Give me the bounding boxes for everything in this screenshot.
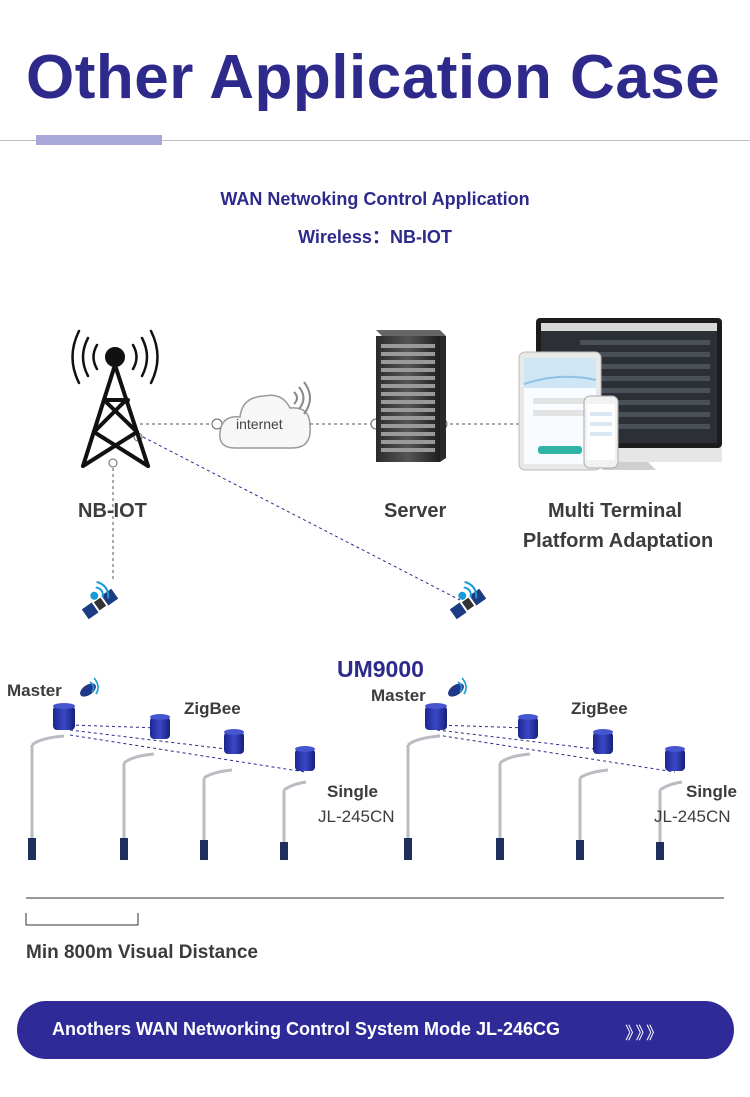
controller-caps xyxy=(53,703,685,771)
node-controller-icon xyxy=(150,714,170,739)
lamp-bases xyxy=(28,838,664,860)
section-heading: WAN Netwoking Control Application xyxy=(220,189,530,209)
network-diagram xyxy=(26,318,724,899)
master-controller-icon xyxy=(425,703,447,730)
master-label: Master xyxy=(371,686,426,705)
zigbee-label: ZigBee xyxy=(184,699,241,718)
cloud-label: internet xyxy=(236,416,283,432)
header-divider xyxy=(0,140,750,141)
master-antenna-icon xyxy=(80,677,99,697)
master-antenna-icon xyxy=(448,677,467,697)
title-accent-bar xyxy=(36,135,162,145)
nb-iot-label: NB-IOT xyxy=(78,500,147,522)
node-controller-icon xyxy=(593,729,613,754)
server-label: Server xyxy=(384,500,447,522)
system-mode-banner[interactable] xyxy=(17,1001,734,1059)
connection-lines xyxy=(112,423,530,601)
satellite-icon xyxy=(449,580,487,620)
phone-icon xyxy=(583,395,619,469)
distance-label: Min 800m Visual Distance xyxy=(26,942,258,963)
model-label: JL-245CN xyxy=(654,807,731,826)
node-controller-icon xyxy=(224,729,244,754)
terminal-label-line1: Multi Terminal xyxy=(547,500,683,522)
cell-tower-icon xyxy=(71,329,159,468)
node-controller-icon xyxy=(518,714,538,739)
zigbee-label: ZigBee xyxy=(571,699,628,718)
master-controller-icon xyxy=(53,703,75,730)
satellite-icon xyxy=(81,580,119,620)
node-controller-icon xyxy=(665,746,685,771)
wireless-subheading: Wireless：NB-IOT xyxy=(298,227,452,247)
distance-bracket xyxy=(25,913,139,926)
internet-cloud-icon xyxy=(219,381,311,449)
banner-text: Anothers WAN Networking Control System M… xyxy=(52,1019,561,1039)
zigbee-links xyxy=(69,724,676,773)
product-label: UM9000 xyxy=(337,656,424,682)
master-label: Master xyxy=(7,681,62,700)
model-label: JL-245CN xyxy=(318,807,395,826)
single-label: Single xyxy=(686,782,738,801)
street-lamps xyxy=(30,734,683,845)
banner-arrows-icon: 》》》 xyxy=(625,1024,665,1043)
single-label: Single xyxy=(327,782,379,801)
server-rack-icon xyxy=(376,330,446,462)
page-title: Other Application Case xyxy=(26,43,721,112)
node-controller-icon xyxy=(295,746,315,771)
terminal-label-line2: Platform Adaptation xyxy=(522,530,714,552)
